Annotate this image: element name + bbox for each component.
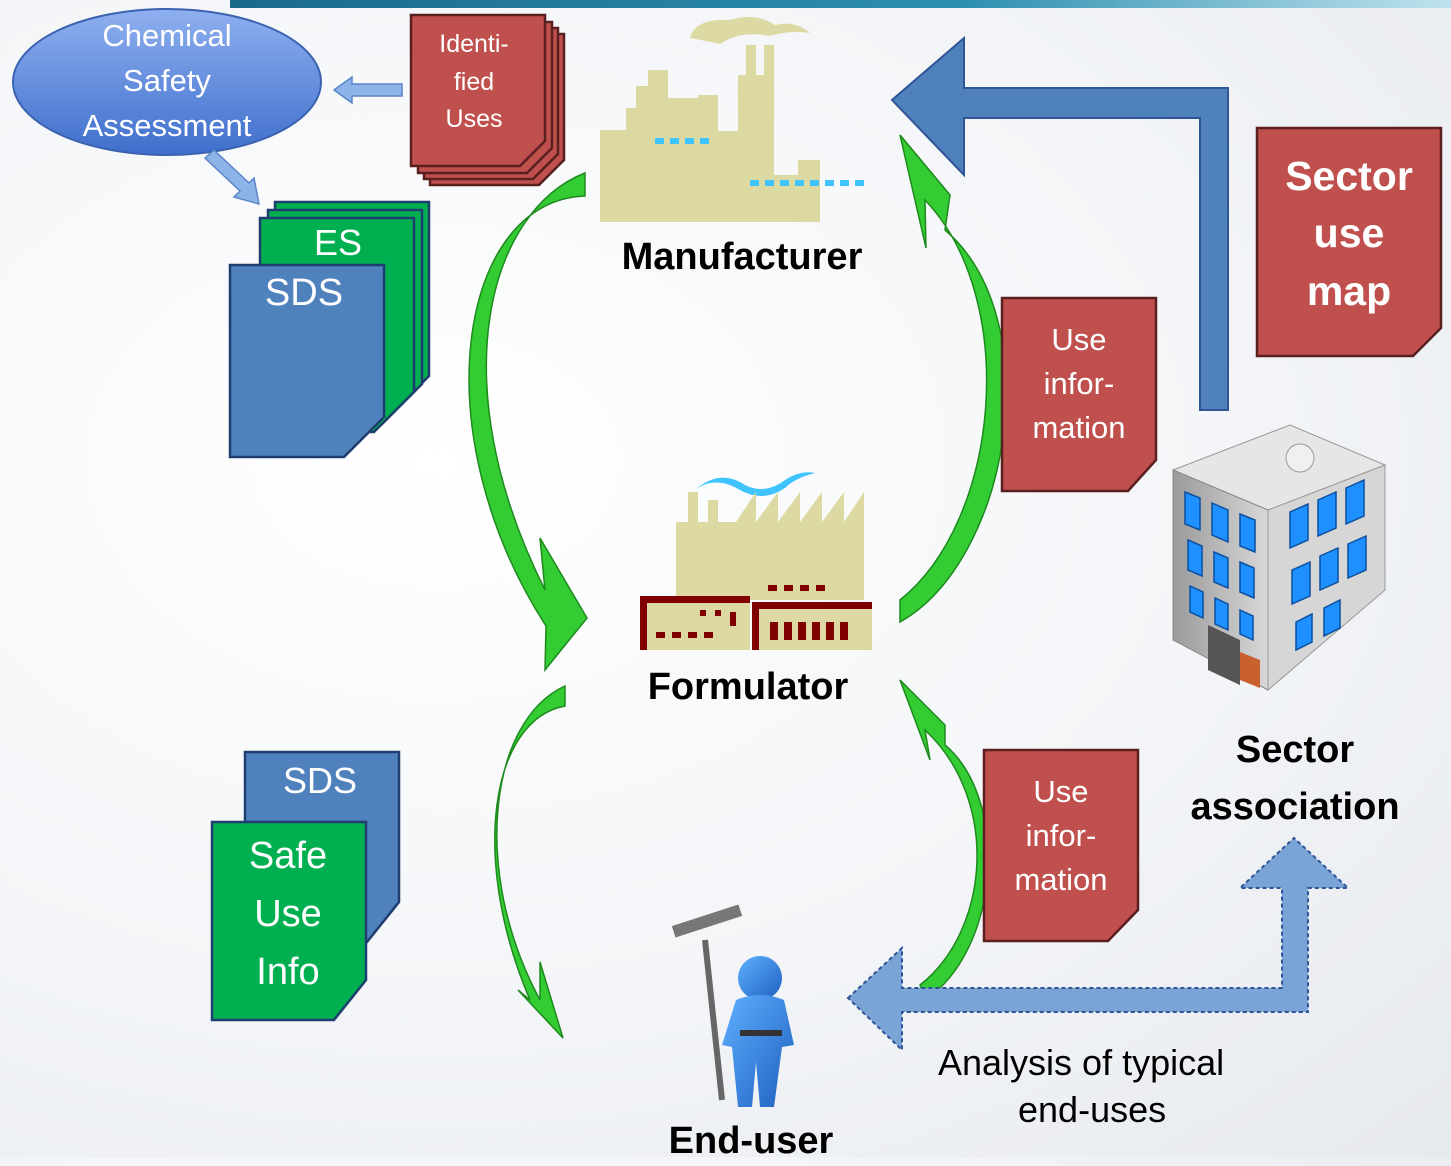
manufacturer-to-formulator-arrow [468, 171, 588, 673]
office-building-icon [1171, 424, 1387, 692]
analysis-dotted-arrow [846, 836, 1351, 1053]
formulator-to-enduser-arrow [494, 684, 566, 1039]
sds-top-doc [228, 263, 386, 459]
factory-icon [600, 16, 864, 222]
chemical-safety-assessment-label: Chemical Safety Assessment [82, 18, 252, 143]
small-left-arrow [332, 75, 403, 105]
identified-uses-label: Identi- fied Uses [439, 30, 509, 133]
sector-use-map-doc [1255, 126, 1443, 358]
sds-bottom-label: SDS [282, 760, 358, 801]
analysis-label: Analysis of typical end-uses [938, 1042, 1225, 1130]
identified-uses-doc-stack [409, 13, 566, 187]
manufacturer-label: Manufacturer [621, 236, 863, 278]
end-user-label: End-user [668, 1120, 834, 1162]
sector-to-manufacturer-arrow [890, 35, 1229, 411]
es-label: ES [313, 222, 363, 263]
use-information-upper-label: Use infor- mation [1032, 322, 1126, 446]
top-accent-bar [230, 0, 1451, 8]
small-down-arrow [203, 148, 260, 206]
use-information-lower-label: Use infor- mation [1014, 774, 1108, 898]
sector-association-label: Sector association [1190, 729, 1400, 828]
formulator-label: Formulator [647, 666, 849, 708]
formulator-factory-icon [640, 472, 872, 650]
end-user-figure-icon [671, 904, 794, 1107]
enduser-to-formulator-arrow [899, 679, 989, 1002]
sds-top-label: SDS [264, 272, 344, 314]
formulator-to-manufacturer-arrow [899, 134, 1007, 624]
use-information-lower-doc [982, 748, 1140, 943]
chemical-safety-assessment-ellipse [12, 8, 322, 156]
sector-use-map-label: Sector use map [1285, 153, 1413, 314]
safe-use-info-label: Safe Use Info [248, 835, 328, 993]
use-information-upper-doc [1000, 296, 1158, 493]
safe-use-info-doc [210, 820, 368, 1022]
